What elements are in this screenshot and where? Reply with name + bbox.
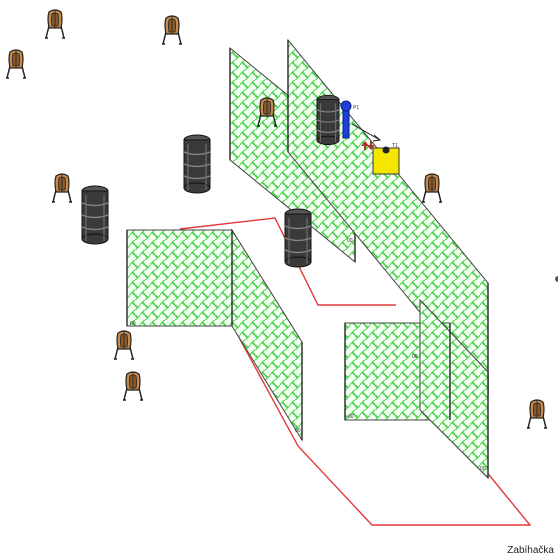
steel-target-icon	[113, 330, 135, 360]
mesh-panel-right-box	[344, 298, 489, 480]
steel-target-icon	[44, 9, 66, 39]
panel-tag: 00	[130, 321, 136, 327]
panel-tag: 00	[480, 466, 486, 472]
partial-target-icon	[555, 276, 558, 282]
panel-tag: 00	[295, 428, 301, 434]
steel-target-icon	[51, 173, 73, 203]
barrel-icon	[284, 208, 312, 268]
barrel-icon	[81, 185, 109, 245]
steel-target-icon	[526, 399, 548, 429]
pointer-arrow-icon	[351, 123, 382, 142]
caption: Zabíhačka	[507, 545, 554, 556]
steel-target-icon	[122, 371, 144, 401]
mesh-panel-front-left	[126, 228, 303, 442]
swap-arrows-icon	[361, 141, 375, 150]
panel-tag: 00	[347, 238, 353, 244]
barrel-icon	[316, 94, 340, 146]
pole-label: P1	[353, 105, 359, 111]
box-label: T1	[392, 143, 398, 149]
panel-tag: 00	[412, 354, 418, 360]
yellow-box-icon	[372, 146, 400, 175]
panel-tag: 00	[348, 414, 354, 420]
steel-target-icon	[161, 15, 183, 45]
steel-target-icon	[5, 49, 27, 79]
barrel-icon	[183, 134, 211, 194]
steel-target-icon	[421, 173, 443, 203]
blue-pole-icon	[340, 100, 352, 139]
